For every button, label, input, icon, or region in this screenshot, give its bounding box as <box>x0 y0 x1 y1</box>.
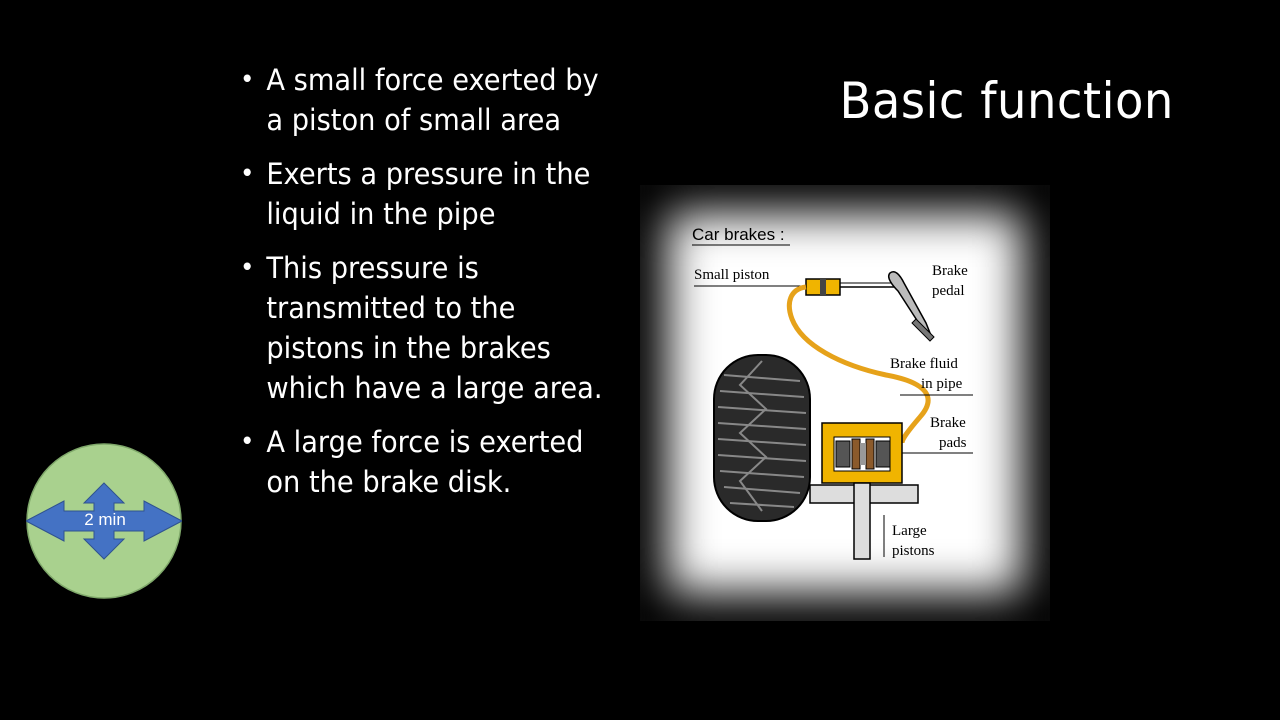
bullet-dot-icon: • <box>240 159 255 189</box>
bullet-list: •A small force exerted by a piston of sm… <box>240 60 607 516</box>
label-brake-fluid: Brake fluid <box>890 356 958 372</box>
svg-text:pads: pads <box>939 435 967 451</box>
car-brakes-diagram: Car brakes : Small piston Brake pedal <box>692 225 973 560</box>
bullet-dot-icon: • <box>240 65 255 95</box>
car-brakes-figure: Car brakes : Small piston Brake pedal <box>640 185 1050 621</box>
figure-heading: Car brakes : <box>692 225 785 244</box>
four-way-arrow-icon <box>26 482 182 560</box>
label-brake-pads: Brake <box>930 415 966 431</box>
label-large-pistons: Large <box>892 523 927 539</box>
brake-disk-shaft <box>853 482 871 560</box>
bullet-item: •A large force is exerted on the brake d… <box>240 422 607 502</box>
svg-text:in pipe: in pipe <box>921 376 963 392</box>
label-brake-pedal: Brake <box>932 263 968 279</box>
tyre-icon <box>713 354 811 522</box>
bullet-item: •Exerts a pressure in the liquid in the … <box>240 154 607 234</box>
label-small-piston: Small piston <box>694 267 770 283</box>
small-piston-cylinder <box>805 278 894 296</box>
timer-label: 2 min <box>84 510 126 529</box>
slide-title: Basic function <box>839 72 1174 130</box>
bullet-dot-icon: • <box>240 253 255 283</box>
brake-pedal-icon <box>887 271 935 342</box>
brake-fluid-pipe <box>786 284 931 444</box>
svg-text:pistons: pistons <box>892 543 935 559</box>
bullet-dot-icon: • <box>240 427 255 457</box>
bullet-item: •A small force exerted by a piston of sm… <box>240 60 607 140</box>
svg-text:pedal: pedal <box>932 283 964 299</box>
timer-badge <box>26 443 182 599</box>
bullet-item: •This pressure is transmitted to the pis… <box>240 248 607 408</box>
brake-caliper <box>821 422 903 484</box>
